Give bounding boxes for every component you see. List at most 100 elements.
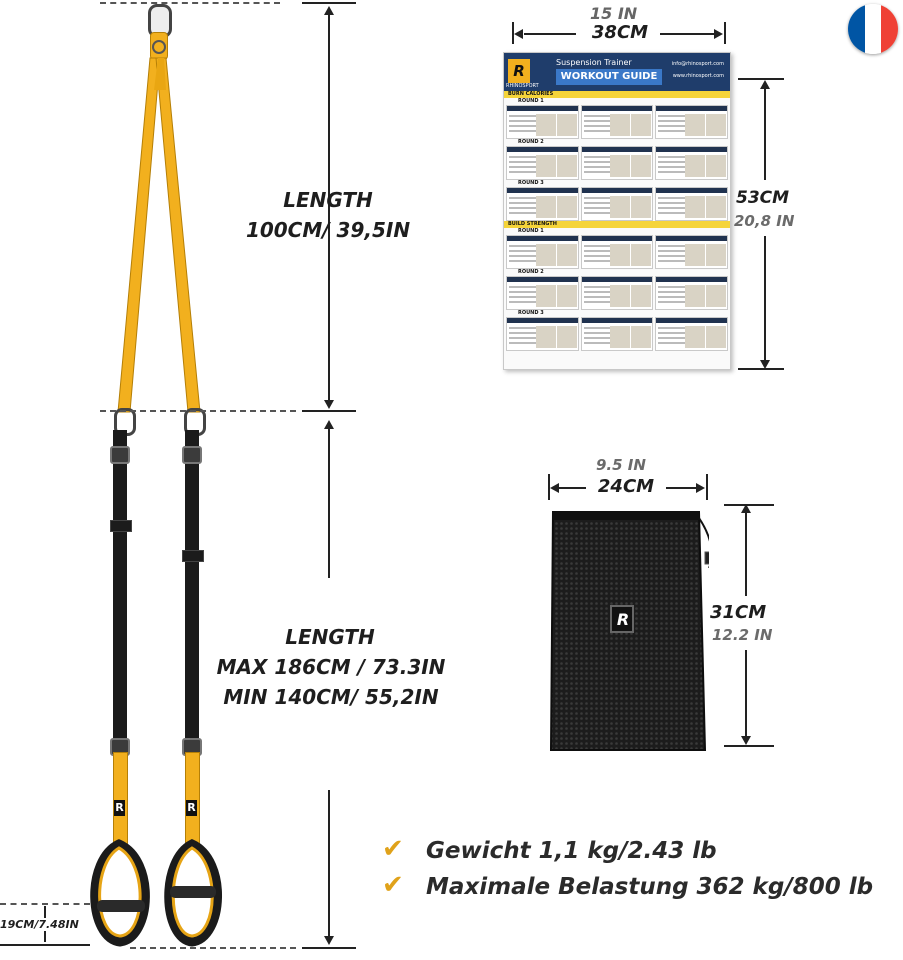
- poster-title: WORKOUT GUIDE: [556, 69, 662, 85]
- poster-height-in: 20,8 IN: [734, 212, 795, 230]
- mid-dashed-line: [100, 410, 296, 412]
- top-dashed-line: [100, 2, 280, 4]
- poster-header: R RHINOSPORT Suspension Trainer WORKOUT …: [504, 53, 730, 91]
- left-buckle-top: [110, 446, 130, 464]
- poster-width-line: [524, 33, 576, 35]
- poster-website: www.rhinosport.com: [672, 73, 724, 79]
- handle-dim-bottom-line: [0, 944, 90, 946]
- lower-dim-arrow-bottom: [324, 936, 334, 945]
- suspension-trainer: R R: [0, 0, 260, 960]
- top-solid-line: [302, 2, 356, 4]
- left-black-strap: [113, 430, 127, 740]
- handle-dim-value: 19CM/7.48IN: [0, 918, 79, 931]
- exercise-cell: [506, 187, 579, 221]
- poster-round: ROUND 2: [518, 139, 544, 145]
- right-black-strap: [185, 430, 199, 740]
- bag-height-tick-bottom: [724, 745, 774, 747]
- bag-width-in: 9.5 IN: [596, 456, 646, 474]
- bottom-solid-line: [302, 947, 356, 949]
- poster-height-tick-top: [738, 78, 784, 80]
- right-loop-1: [182, 550, 204, 562]
- bag-height-tick-top: [724, 504, 774, 506]
- bag-width-line-2: [666, 487, 698, 489]
- poster-round: ROUND 1: [518, 98, 544, 104]
- check-icon: ✔: [382, 834, 404, 864]
- bag-height-line-2: [745, 650, 747, 738]
- check-icon: ✔: [382, 870, 404, 900]
- poster-width-tick-left: [512, 22, 514, 44]
- upper-length-title: LENGTH: [283, 188, 373, 212]
- upper-length-value: 100CM/ 39,5IN: [245, 218, 411, 242]
- upper-dim-arrow-top: [324, 6, 334, 15]
- exercise-cell: [655, 317, 729, 351]
- workout-guide-poster: R RHINOSPORT Suspension Trainer WORKOUT …: [503, 52, 731, 370]
- exercise-cell: [580, 235, 654, 269]
- bag-width-tick-left: [548, 474, 550, 500]
- lower-length-min: MIN 140CM/ 55,2IN: [223, 685, 439, 709]
- bag-width-cm: 24CM: [597, 476, 655, 497]
- poster-width-tick-right: [724, 22, 726, 44]
- bag-height-arrow-bottom: [741, 736, 751, 745]
- exercise-cell: [655, 235, 729, 269]
- exercise-cell: [655, 187, 729, 221]
- bag-width-arrow-left: [550, 483, 559, 493]
- exercise-row: [504, 146, 730, 180]
- bottom-dashed-line: [130, 947, 296, 949]
- poster-height-cm: 53CM: [736, 188, 790, 208]
- poster-round: ROUND 3: [518, 180, 544, 186]
- anchor-ring: [152, 40, 166, 54]
- exercise-row: [504, 187, 730, 221]
- bag-logo-icon: R: [616, 610, 630, 629]
- poster-brand-logo: R: [508, 59, 530, 83]
- exercise-cell: [506, 105, 579, 139]
- right-logo-tag: R: [186, 800, 197, 816]
- bag-height-in: 12.2 IN: [712, 626, 773, 644]
- exercise-cell: [655, 146, 729, 180]
- lower-dim-line: [328, 428, 330, 578]
- bag-width-line: [556, 487, 586, 489]
- bag-height-line: [745, 512, 747, 596]
- lower-dim-line-2: [328, 790, 330, 940]
- left-logo-tag: R: [114, 800, 125, 816]
- exercise-cell: [580, 146, 654, 180]
- poster-width-line-2: [660, 33, 714, 35]
- poster-round: ROUND 2: [518, 269, 544, 275]
- lower-dim-arrow-top: [324, 420, 334, 429]
- poster-email: info@rhinosport.com: [671, 61, 724, 67]
- poster-height-tick-bottom: [738, 368, 784, 370]
- upper-dim-arrow-bottom: [324, 400, 334, 409]
- exercise-cell: [506, 146, 579, 180]
- poster-height-arrow-bottom: [760, 360, 770, 369]
- poster-height-line: [764, 88, 766, 180]
- poster-round: ROUND 1: [518, 228, 544, 234]
- exercise-cell: [506, 317, 579, 351]
- exercise-row: [504, 235, 730, 269]
- poster-section-title: BUILD STRENGTH: [504, 221, 730, 228]
- poster-width-arrow-right: [714, 29, 723, 39]
- bag-height-arrow-top: [741, 504, 751, 513]
- handles: [90, 839, 222, 947]
- feature-max-load: Maximale Belastung 362 kg/800 lb: [426, 874, 874, 900]
- exercise-cell: [506, 276, 579, 310]
- poster-section-title: BURN CALORIES: [504, 91, 730, 98]
- poster-height-line-2: [764, 236, 766, 362]
- exercise-cell: [580, 187, 654, 221]
- exercise-cell: [655, 105, 729, 139]
- right-buckle-top: [182, 446, 202, 464]
- france-flag-icon: [848, 4, 898, 54]
- handle-dim-top-line: [0, 903, 90, 905]
- exercise-row: [504, 317, 730, 351]
- poster-round: ROUND 3: [518, 310, 544, 316]
- bag-width-tick-right: [706, 474, 708, 500]
- bag-width-arrow-right: [696, 483, 705, 493]
- exercise-cell: [506, 235, 579, 269]
- exercise-cell: [655, 276, 729, 310]
- exercise-row: [504, 105, 730, 139]
- lower-length-title: LENGTH: [285, 625, 375, 649]
- upper-dim-line: [328, 14, 330, 404]
- left-loop-1: [110, 520, 132, 532]
- exercise-cell: [580, 317, 654, 351]
- mesh-bag: [549, 511, 709, 751]
- upper-strap: [117, 57, 201, 413]
- exercise-cell: [580, 276, 654, 310]
